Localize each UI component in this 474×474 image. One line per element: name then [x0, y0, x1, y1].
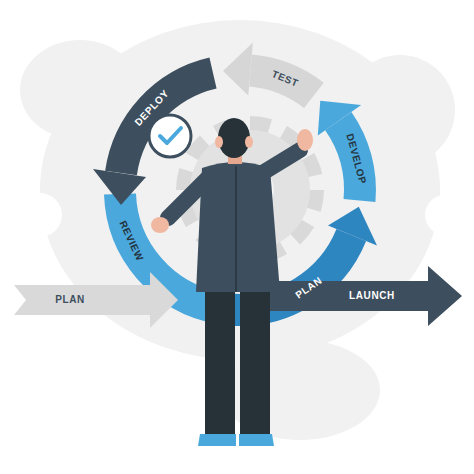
arrow-label: PLAN	[55, 295, 85, 305]
check-bubble	[149, 115, 191, 157]
person	[151, 118, 313, 446]
arrow-label: LAUNCH	[349, 291, 395, 301]
background-blob	[20, 20, 455, 440]
